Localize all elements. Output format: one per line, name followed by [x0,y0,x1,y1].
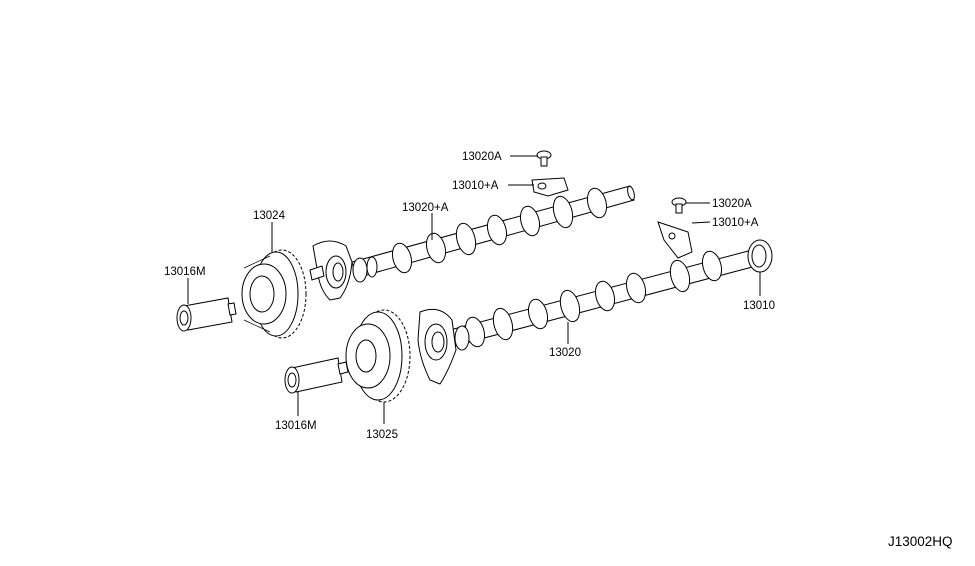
upper-bracket[interactable] [531,177,569,197]
lower-signal-plate[interactable] [417,308,457,385]
callout-13024[interactable]: 13024 [253,210,286,222]
right-bolt[interactable] [671,197,687,214]
upper-camshaft-lobes [391,187,608,274]
callout-13020a-right[interactable]: 13020A [712,198,752,210]
upper-camshaft[interactable] [351,185,636,283]
right-bracket[interactable] [657,221,693,259]
lower-camshaft[interactable] [449,249,757,351]
upper-bolt[interactable] [536,150,552,167]
lower-cam-sprocket[interactable] [345,309,411,403]
upper-signal-plate[interactable] [309,240,353,301]
camshaft-rear-seal[interactable] [747,239,773,273]
callout-13010a-right[interactable]: 13010+A [712,217,759,229]
upper-solenoid-valve[interactable] [176,297,237,332]
callout-13020a-camshaft[interactable]: 13020+A [402,202,449,214]
callout-13025[interactable]: 13025 [366,429,398,441]
callout-13020a-top[interactable]: 13020A [462,151,502,163]
callout-13010a-top[interactable]: 13010+A [452,180,499,192]
callout-13016m-upper[interactable]: 13016M [164,266,206,278]
diagram-code: J13002HQ [888,534,953,549]
callout-13020[interactable]: 13020 [549,347,581,359]
callout-13010[interactable]: 13010 [743,300,775,312]
lower-solenoid-valve[interactable] [284,357,349,394]
lower-camshaft-lobes [464,250,723,348]
upper-cam-sprocket[interactable] [241,249,307,339]
callout-13016m-lower[interactable]: 13016M [275,420,317,432]
leader-lines [187,155,761,424]
callout-labels: 13020A 13010+A 13020+A 13024 13016M 1302… [164,151,775,441]
